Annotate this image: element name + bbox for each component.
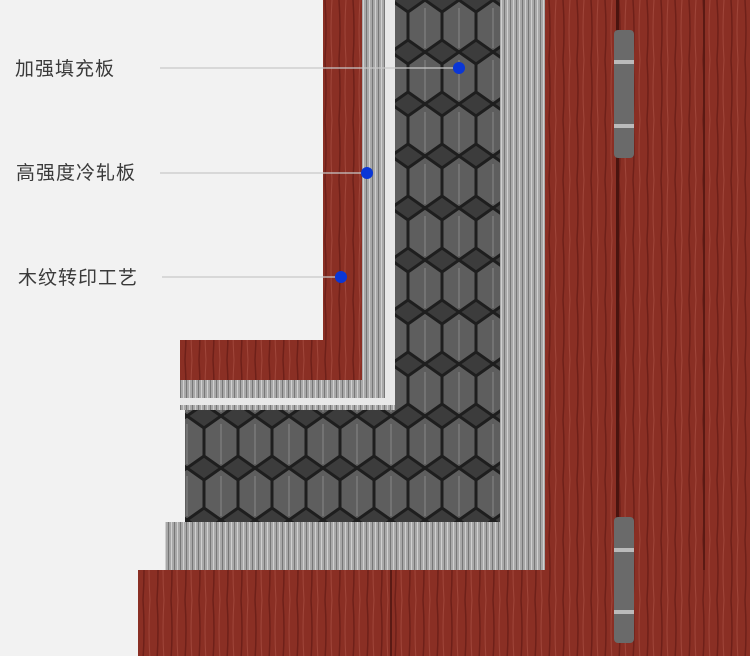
- hinge-icon-bottom: [614, 517, 634, 643]
- hinge-icon-top: [614, 30, 634, 158]
- wood-panel-bottom: [138, 570, 750, 656]
- wood-panel-right: [545, 0, 750, 656]
- marker-dot-filling: [453, 62, 465, 74]
- label-reinforced-filling: 加强填充板: [15, 58, 116, 80]
- reinforced-honeycomb-filling: [185, 0, 501, 522]
- marker-dot-wood: [335, 271, 347, 283]
- label-cold-rolled-steel: 高强度冷轧板: [16, 162, 137, 184]
- label-wood-grain-transfer: 木纹转印工艺: [18, 267, 139, 289]
- wood-panel-left: [180, 0, 363, 380]
- steel-frame-outer: [165, 0, 546, 570]
- leader-lines: [160, 67, 459, 278]
- marker-dot-steel: [361, 167, 373, 179]
